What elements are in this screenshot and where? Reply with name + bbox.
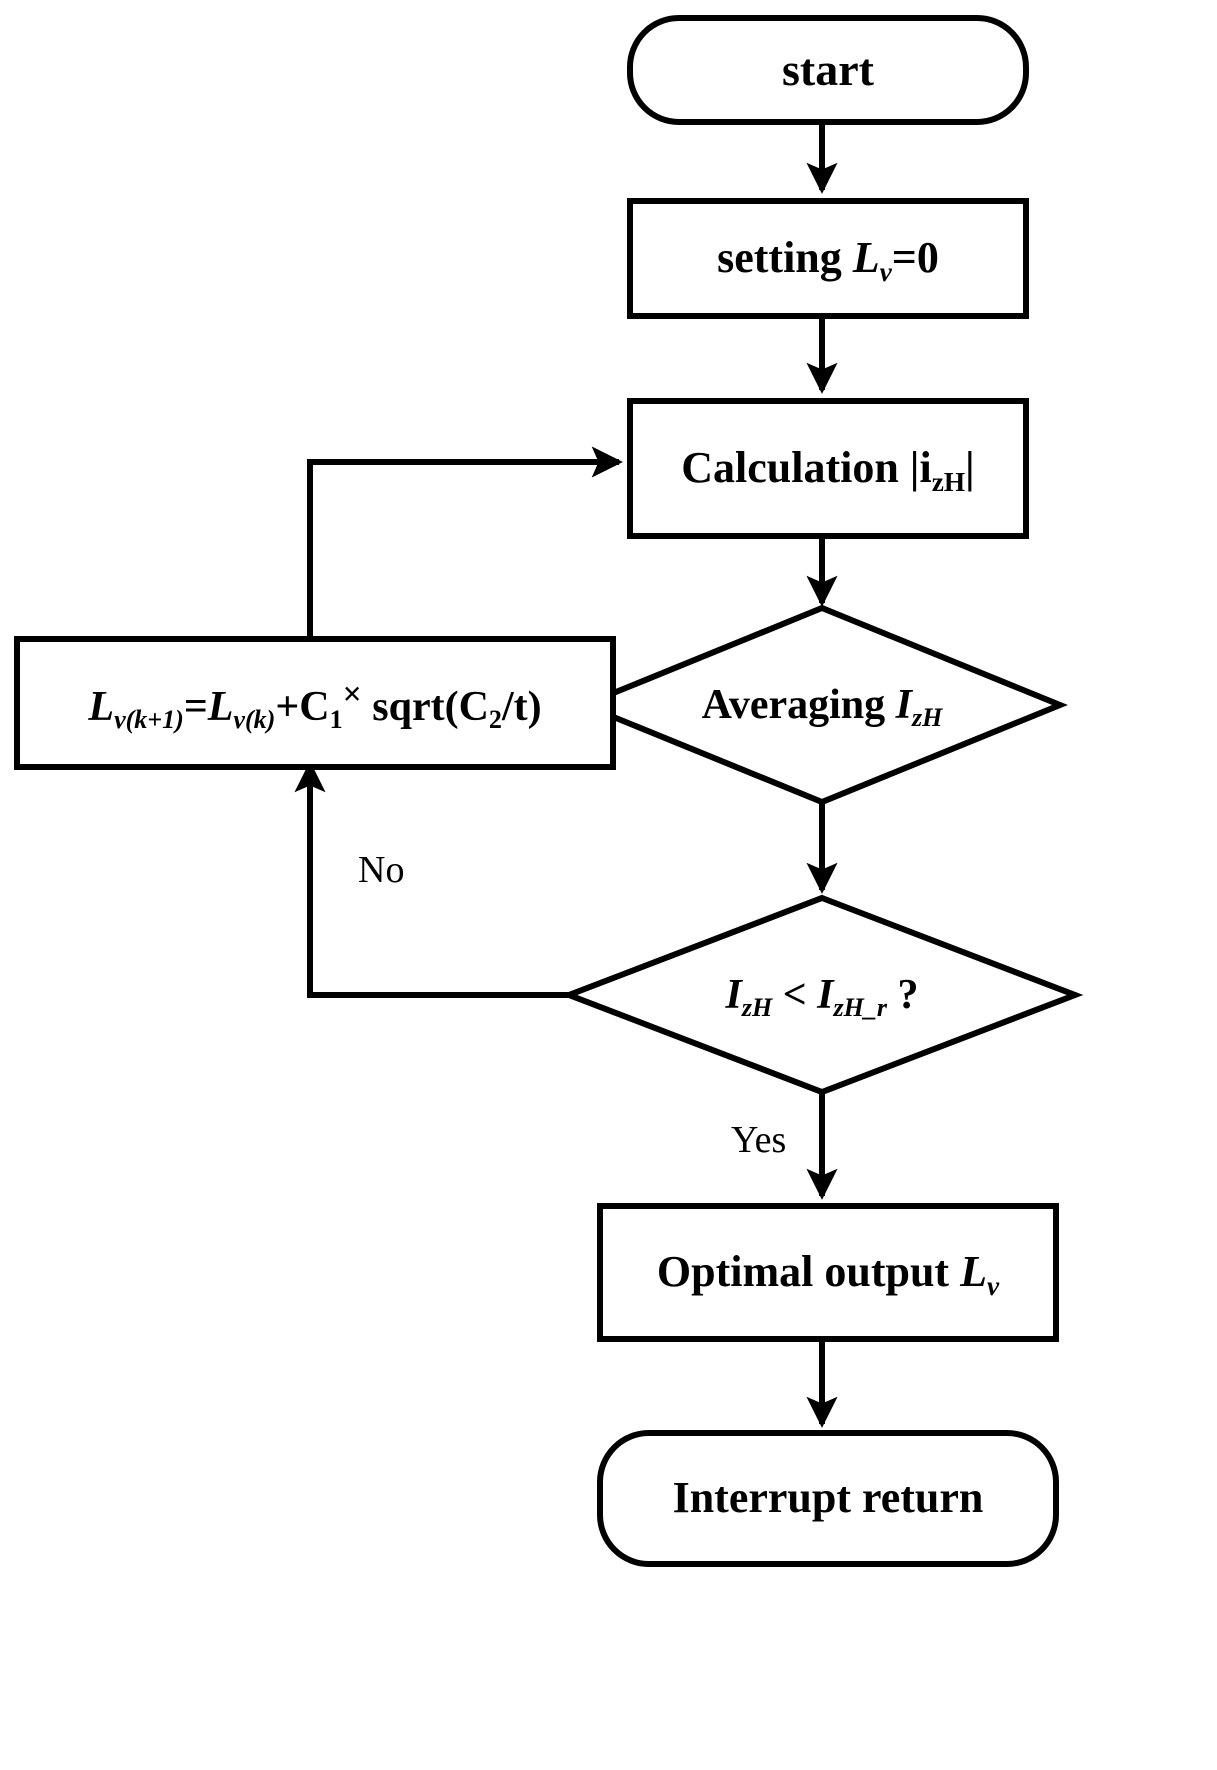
node-calculation-prefix: Calculation |i: [681, 443, 932, 493]
node-interrupt-return[interactable]: Interrupt return: [597, 1430, 1059, 1567]
node-compare-rhs-var: I: [817, 972, 834, 1018]
edge-label-no: No: [358, 849, 405, 891]
node-update-sqrt-sub: 2: [488, 704, 502, 734]
node-update-rhs-sub: v(k): [233, 704, 276, 734]
node-optimal-output[interactable]: Optimal output Lv: [597, 1203, 1059, 1342]
decision-averaging-shape: [576, 604, 1068, 806]
node-averaging-var: I: [895, 682, 912, 728]
node-averaging-label: Averaging IzH: [701, 681, 943, 732]
node-optimal-var-sub: v: [986, 1270, 1000, 1301]
node-setting-prefix: setting: [717, 233, 853, 283]
node-compare-label: IzH < IzH_r ?: [725, 971, 919, 1022]
node-compare[interactable]: IzH < IzH_r ?: [640, 962, 1004, 1028]
node-averaging[interactable]: Averaging IzH: [640, 672, 1004, 738]
node-compare-question: ?: [887, 972, 919, 1018]
node-setting-suffix: =0: [891, 233, 939, 283]
node-optimal-var: L: [960, 1247, 987, 1297]
node-update-plus-sub: 1: [329, 704, 343, 734]
node-update-eq: =: [183, 683, 208, 730]
node-start-label: start: [782, 43, 874, 95]
node-calculation-sub: zH: [931, 466, 966, 497]
node-optimal-output-label: Optimal output Lv: [656, 1247, 999, 1300]
decision-compare-shape: [560, 894, 1084, 1096]
edge-update-to-calculation: [307, 446, 623, 636]
node-calculation-suffix: |: [965, 443, 975, 493]
node-setting-label: setting Lv=0: [717, 233, 939, 286]
node-compare-op: <: [772, 972, 818, 1018]
node-compare-lhs-sub: zH: [741, 992, 773, 1022]
node-optimal-prefix: Optimal output: [656, 1247, 961, 1297]
node-update-sqrt: sqrt(C: [361, 683, 489, 730]
node-averaging-prefix: Averaging: [701, 682, 896, 728]
edge-label-yes: Yes: [731, 1119, 787, 1161]
node-update[interactable]: Lv(k+1)=Lv(k)+C1× sqrt(C2/t): [14, 636, 616, 770]
node-compare-lhs-var: I: [725, 972, 742, 1018]
node-interrupt-return-label: Interrupt return: [672, 1473, 984, 1523]
node-update-label: Lv(k+1)=Lv(k)+C1× sqrt(C2/t): [88, 675, 542, 733]
node-calculation-label: Calculation |izH|: [681, 443, 975, 496]
node-update-lhs-sub: v(k+1): [114, 704, 184, 734]
node-update-lhs-var: L: [88, 683, 115, 730]
node-start[interactable]: start: [627, 15, 1029, 125]
edge-compare-no-to-update: [294, 761, 572, 998]
node-setting[interactable]: setting Lv=0: [627, 198, 1029, 319]
node-calculation[interactable]: Calculation |izH|: [627, 398, 1029, 539]
node-averaging-var-sub: zH: [912, 702, 943, 732]
node-update-rhs-var: L: [207, 683, 234, 730]
node-update-times: ×: [342, 675, 362, 713]
node-update-plus: +C: [275, 683, 330, 730]
node-setting-var-sub: v: [879, 256, 892, 287]
node-setting-var: L: [852, 233, 880, 283]
node-update-sqrt-tail: /t): [501, 683, 542, 730]
node-compare-rhs-sub: zH_r: [833, 992, 888, 1022]
